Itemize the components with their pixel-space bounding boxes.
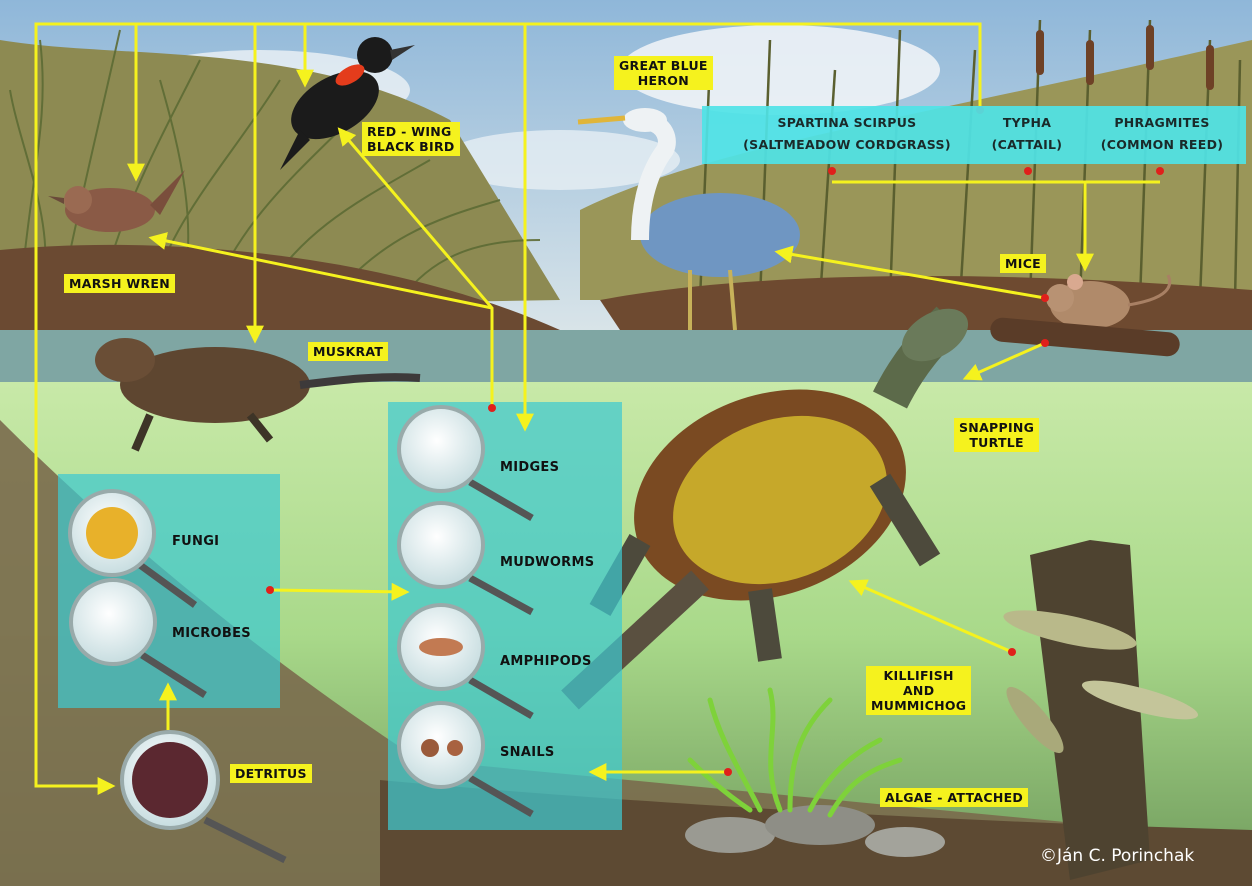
label-detritus: DETRITUS <box>230 764 312 783</box>
label-muskrat: MUSKRAT <box>308 342 388 361</box>
label-snails: SNAILS <box>500 745 555 760</box>
label-marsh-wren: MARSH WREN <box>64 274 175 293</box>
label-fungi: FUNGI <box>172 534 219 549</box>
credit-text: ©Ján C. Porinchak <box>1040 846 1194 866</box>
label-snapping-turtle: SNAPPING TURTLE <box>954 418 1039 452</box>
label-phragmites: PHRAGMITES (COMMON REED) <box>1082 112 1242 156</box>
label-great-blue-heron: GREAT BLUE HERON <box>614 56 713 90</box>
label-mudworms: MUDWORMS <box>500 555 594 570</box>
label-algae-attached: ALGAE - ATTACHED <box>880 788 1028 807</box>
label-mice: MICE <box>1000 254 1046 273</box>
label-microbes: MICROBES <box>172 626 251 641</box>
label-spartina: SPARTINA SCIRPUS (SALTMEADOW CORDGRASS) <box>712 112 982 156</box>
label-midges: MIDGES <box>500 460 559 475</box>
label-typha: TYPHA (CATTAIL) <box>972 112 1082 156</box>
label-red-wing-black-bird: RED - WING BLACK BIRD <box>362 122 460 156</box>
label-amphipods: AMPHIPODS <box>500 654 592 669</box>
label-killifish: KILLIFISH AND MUMMICHOG <box>866 666 971 715</box>
